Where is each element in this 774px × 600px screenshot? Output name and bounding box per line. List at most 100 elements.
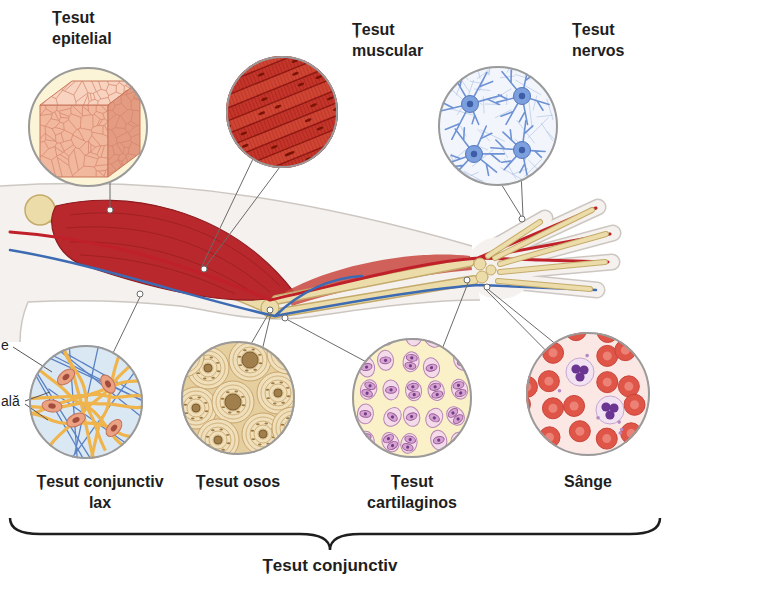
circle-outline	[29, 68, 147, 186]
tissue-picture	[284, 419, 302, 437]
tissue-picture	[227, 442, 231, 444]
leader-line	[100, 140, 600, 380]
tissue-picture	[361, 388, 374, 398]
tissue-picture	[54, 366, 77, 388]
tissue-picture	[596, 396, 624, 424]
tissue-picture	[291, 362, 295, 364]
tissue-picture	[476, 437, 480, 441]
tissue-picture	[212, 381, 254, 423]
tissue-picture	[406, 354, 418, 363]
arm-figure	[0, 184, 613, 342]
tissue-picture	[26, 65, 150, 189]
leader-line	[519, 216, 525, 222]
tissue-picture	[379, 429, 403, 454]
tissue-picture	[192, 358, 196, 360]
tissue-picture	[258, 354, 262, 356]
tissue-picture	[98, 372, 119, 395]
circle-outline	[352, 338, 472, 458]
tissue-picture	[211, 377, 215, 379]
tissue-picture	[627, 323, 636, 332]
tissue-picture	[205, 427, 231, 453]
tissue-label: Țesut nervos	[572, 20, 648, 62]
tissue-picture	[570, 401, 579, 410]
tissue-picture	[431, 336, 435, 340]
tissue-circle: Țesut epitelial	[28, 67, 148, 187]
tissue-picture	[484, 344, 487, 347]
tissue-picture	[466, 146, 483, 163]
tissue-picture	[284, 3, 359, 188]
muscle-fiber	[66, 227, 270, 292]
tissue-picture	[171, 360, 175, 362]
tissue-picture	[236, 411, 240, 413]
tissue-picture	[199, 417, 203, 419]
tissue-picture	[476, 353, 499, 378]
tissue-picture	[404, 380, 423, 402]
tissue-picture	[261, 376, 295, 410]
tissue-picture	[630, 400, 639, 409]
leader-line	[267, 307, 273, 313]
tissue-picture	[603, 378, 612, 387]
tissue-picture	[422, 405, 446, 430]
tissue-picture	[221, 134, 392, 212]
tissue-picture	[360, 410, 372, 418]
tissue-picture	[283, 348, 293, 358]
tissue-picture	[174, 347, 192, 365]
tissue-picture	[476, 353, 499, 378]
tissue-picture	[484, 366, 488, 370]
tissue-picture	[357, 331, 370, 343]
tissue-picture	[509, 314, 652, 458]
tissue-picture	[59, 342, 102, 488]
tissue-picture	[204, 402, 208, 404]
leader-line	[282, 315, 288, 321]
tissue-picture	[273, 403, 277, 405]
tissue-picture	[288, 2, 363, 187]
tissue-picture	[615, 340, 636, 361]
tissue-picture	[537, 314, 558, 335]
tissue-picture	[280, 415, 306, 441]
bone	[25, 195, 55, 225]
tissue-picture	[251, 430, 255, 432]
tissue-picture	[303, 183, 311, 188]
tissue-picture	[516, 355, 525, 364]
tissue-picture	[241, 351, 259, 369]
tissue-picture	[471, 405, 496, 431]
tissue-picture	[477, 439, 490, 451]
tissue-picture	[204, 364, 212, 372]
muscle	[52, 200, 294, 300]
tissue-picture	[229, 339, 271, 381]
tissue-picture	[482, 416, 487, 421]
tissue-picture	[377, 350, 395, 371]
tissue-picture	[206, 54, 214, 59]
leader-line	[13, 347, 52, 372]
tissue-picture	[279, 382, 283, 384]
tissue-label: Țesut muscular	[352, 20, 434, 62]
tissue-picture	[524, 330, 652, 458]
tissue-picture	[186, 365, 190, 367]
tissue-picture	[332, 145, 340, 150]
tissue-picture	[98, 372, 119, 395]
circle-outline	[526, 332, 650, 456]
tissue-picture	[553, 109, 575, 111]
tissue-picture	[382, 379, 400, 400]
tissue-picture	[265, 380, 291, 406]
tissue-picture	[382, 379, 400, 400]
tissue-picture	[405, 326, 422, 347]
tissue-picture	[234, 391, 238, 393]
tissue-picture	[434, 38, 580, 203]
tissue-picture	[269, 384, 287, 402]
tissue-picture	[226, 145, 393, 212]
tissue-label: Țesut epitelial	[52, 8, 130, 50]
tissue-picture	[428, 428, 449, 451]
tissue-picture	[242, 404, 246, 406]
tissue-picture	[168, 50, 243, 235]
tissue-picture	[103, 416, 125, 439]
tissue-picture	[278, 6, 353, 191]
tissue-picture	[471, 379, 496, 405]
tissue-picture	[381, 327, 393, 335]
tissue-picture	[184, 345, 188, 347]
tissue-picture	[509, 425, 530, 446]
tissue-picture	[538, 371, 559, 392]
tissue-picture	[428, 428, 449, 451]
tissue-picture	[467, 101, 473, 107]
tissue-picture	[364, 412, 368, 416]
